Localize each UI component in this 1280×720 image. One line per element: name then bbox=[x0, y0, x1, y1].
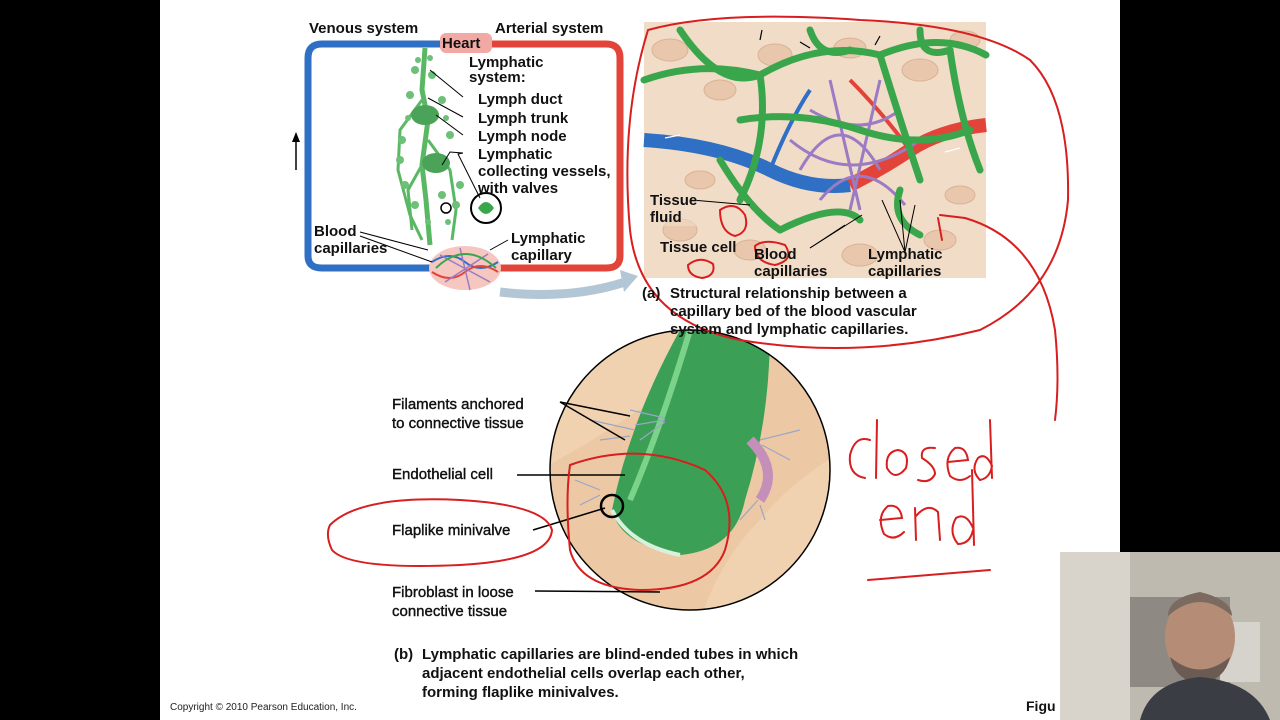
collecting-vessels-label: Lymphatic collecting vessels, with valve… bbox=[478, 146, 611, 197]
lymph-node-label: Lymph node bbox=[478, 128, 567, 145]
lymphatic-capillary-label: Lymphatic capillary bbox=[511, 230, 586, 264]
blood-capillaries-right-label: Blood capillaries bbox=[754, 246, 828, 280]
tissue-fluid-label: Tissue fluid bbox=[650, 192, 698, 226]
caption-a-letter: (a) bbox=[642, 285, 661, 302]
presenter-video bbox=[1060, 552, 1280, 720]
lymph-node-shape bbox=[411, 105, 439, 125]
lymph-trunk-label: Lymph trunk bbox=[478, 110, 569, 127]
lymph-trunk-path bbox=[419, 47, 433, 246]
annotation-closed: closed bbox=[1000, 430, 1001, 431]
lymph-duct-label: Lymph duct bbox=[478, 91, 563, 108]
slide: Venous system Arterial system Heart Lymp… bbox=[160, 0, 1120, 720]
webcam-overlay bbox=[1060, 552, 1280, 720]
venous-system-label: Venous system bbox=[309, 20, 419, 37]
arterial-system-label: Arterial system bbox=[495, 20, 604, 37]
heart-shape bbox=[440, 33, 492, 53]
lymphatic-system-label: Lymphatic system: bbox=[469, 54, 544, 86]
tube-illustration bbox=[517, 329, 831, 611]
capillary-bed-panel bbox=[640, 22, 990, 278]
caption-b-text: Lymphatic capillaries are blind-ended tu… bbox=[422, 646, 799, 701]
filaments-label: Filaments anchored to connective tissue bbox=[392, 396, 524, 432]
capillary-bed-left bbox=[429, 246, 501, 291]
tissue-cell-label: Tissue cell bbox=[660, 239, 737, 256]
handwritten-closed-end bbox=[848, 419, 993, 546]
fibroblast-label: Fibroblast in loose connective tissue bbox=[392, 584, 514, 620]
heart-label: Heart bbox=[442, 35, 481, 52]
ink-annotations bbox=[326, 15, 1070, 592]
arterial-loop bbox=[490, 40, 624, 272]
caption-b-letter: (b) bbox=[394, 646, 414, 663]
annotation-end: end bbox=[1000, 440, 1001, 441]
caption-a-text: Structural relationship between a capill… bbox=[670, 285, 917, 338]
blood-capillaries-left-label: Blood capillaries bbox=[314, 223, 388, 257]
venous-loop bbox=[304, 40, 450, 272]
lymphatic-capillaries-label: Lymphatic capillaries bbox=[868, 246, 943, 280]
endothelial-cell-label: Endothelial cell bbox=[392, 466, 493, 483]
diagram-art bbox=[292, 15, 1070, 611]
figure-label: Figu bbox=[1026, 698, 1056, 714]
copyright-text: Copyright © 2010 Pearson Education, Inc. bbox=[170, 702, 357, 713]
flaplike-minivalve-label: Flaplike minivalve bbox=[392, 522, 511, 539]
